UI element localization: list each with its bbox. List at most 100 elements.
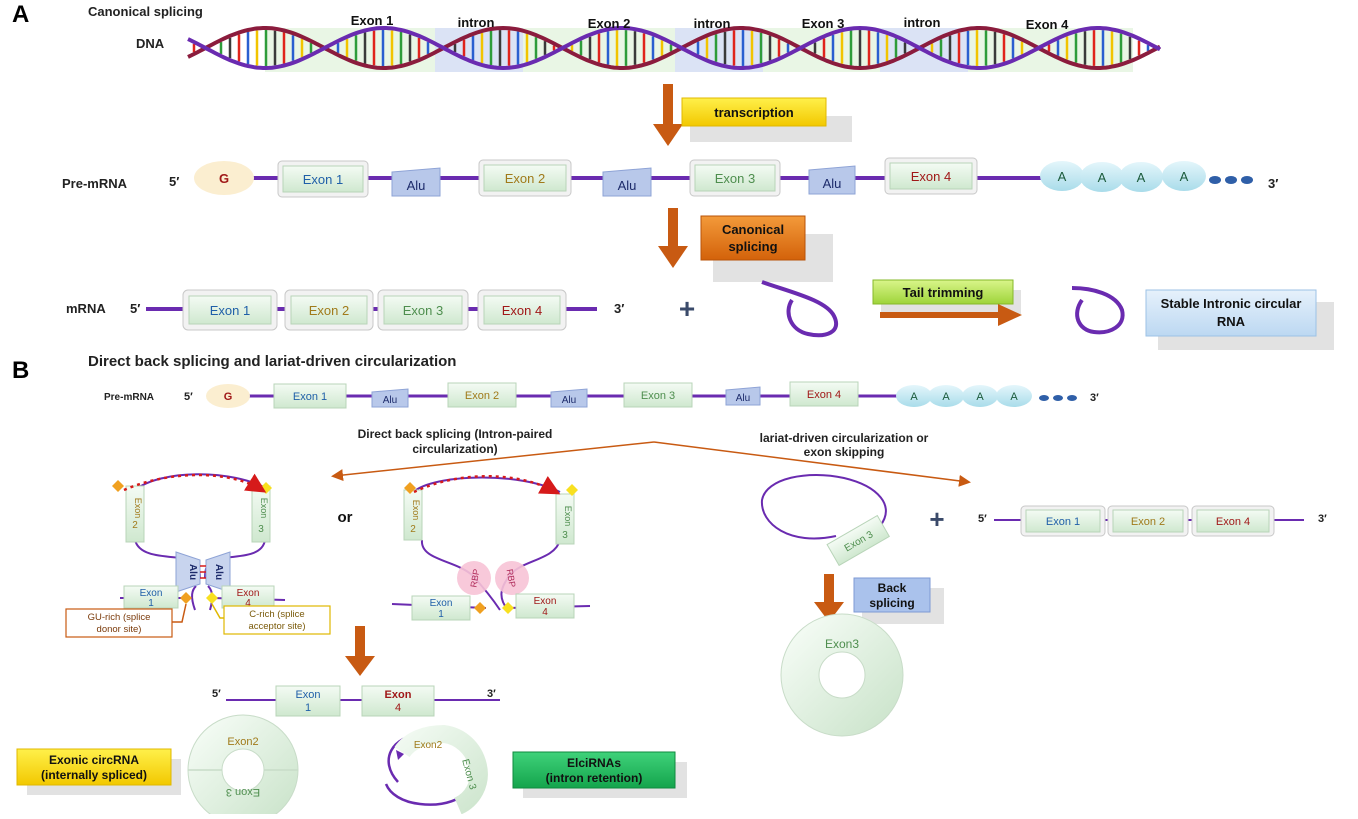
- exonic-ring-exon2: Exon2: [227, 736, 258, 748]
- skip-mrna-exon-1: Exon 1: [1020, 505, 1106, 537]
- svg-text:Alu: Alu: [823, 176, 842, 191]
- svg-text:Exon 1: Exon 1: [293, 391, 327, 403]
- pre-mrna-b-five-prime: 5′: [184, 391, 193, 403]
- svg-text:Alu: Alu: [736, 393, 750, 404]
- transcription-label: transcription: [714, 105, 794, 120]
- elcirnas-line2: (intron retention): [546, 771, 643, 785]
- rbp-exon4-word: Exon: [534, 596, 557, 607]
- direct-back-line2: circularization): [412, 442, 497, 456]
- pre-mrna-exon-4: Exon 4: [884, 157, 978, 195]
- svg-text:1: 1: [305, 702, 311, 714]
- c-rich-line2: acceptor site): [248, 621, 305, 632]
- cap-g: G: [194, 161, 254, 195]
- plus-sign-b: +: [929, 504, 944, 534]
- svg-text:Exon 3: Exon 3: [403, 303, 443, 318]
- svg-text:A: A: [1137, 170, 1146, 185]
- alu-pair-left: Alu: [187, 564, 198, 580]
- svg-text:Exon 4: Exon 4: [502, 303, 542, 318]
- gu-rich-callout: GU-rich (splice donor site): [65, 603, 187, 638]
- alu-exon4-num: 4: [245, 598, 251, 609]
- dna-strand-2: [187, 25, 1161, 71]
- back-splice-result-arrow: [345, 626, 375, 676]
- direct-back-line1: Direct back splicing (Intron-paired: [358, 427, 553, 441]
- stable-intronic-box: Stable Intronic circular RNA: [1145, 289, 1334, 350]
- tail-trimming-arrow: [880, 304, 1022, 326]
- rbp-exon1-num: 1: [438, 609, 444, 620]
- panel-b-letter: B: [12, 357, 29, 384]
- bottom-five-prime: 5′: [212, 688, 221, 700]
- dna-region-label: Exon 3: [802, 16, 845, 31]
- c-rich-line1: C-rich (splice: [249, 609, 304, 620]
- bottom-three-prime: 3′: [487, 688, 496, 700]
- dna-region-label: Exon 1: [351, 13, 394, 28]
- alu-paired-structure: Exon 2 Exon 3 Alu Alu Exon 1 Exon 4: [112, 473, 286, 611]
- rbp-left: RBP: [468, 568, 481, 588]
- transcription-box: transcription: [681, 97, 852, 142]
- pre-mrna-b-alu-2: Alu: [550, 388, 588, 408]
- dna-region-label: intron: [458, 15, 495, 30]
- pre-mrna-three-prime: 3′: [1268, 176, 1278, 191]
- svg-text:A: A: [942, 391, 950, 403]
- exonic-circ-line2: (internally spliced): [41, 768, 147, 782]
- svg-text:Alu: Alu: [383, 395, 397, 406]
- svg-text:Exon 2: Exon 2: [505, 171, 545, 186]
- exonic-circrna-box: Exonic circRNA (internally spliced): [16, 748, 181, 795]
- alu-exon1-word: Exon: [140, 588, 163, 599]
- back-splicing-line2: splicing: [869, 596, 914, 610]
- bottom-exon-4: Exon 4: [361, 685, 435, 717]
- skip-mrna-exon-4: Exon 4: [1191, 505, 1275, 537]
- lariat-line2: exon skipping: [804, 445, 885, 459]
- svg-text:A: A: [910, 391, 918, 403]
- panel-b-title: Direct back splicing and lariat-driven c…: [88, 353, 456, 370]
- tail-trimming-box: Tail trimming: [872, 279, 1021, 314]
- exon3-ring: Exon3: [780, 613, 904, 737]
- svg-text:Exon 1: Exon 1: [303, 172, 343, 187]
- pre-mrna-b-exon-1: Exon 1: [273, 383, 347, 409]
- svg-text:Alu: Alu: [562, 395, 576, 406]
- alu-exon4-word: Exon: [237, 588, 260, 599]
- c-rich-callout: C-rich (splice acceptor site): [211, 603, 331, 635]
- rbp-right-exon-num: 3: [562, 530, 568, 541]
- dna-label: DNA: [136, 36, 165, 51]
- alu-pair-right: Alu: [213, 564, 224, 580]
- mrna-exon-2: Exon 2: [284, 289, 374, 331]
- or-label: or: [338, 509, 353, 526]
- back-splicing-line1: Back: [878, 581, 907, 595]
- svg-text:Alu: Alu: [407, 178, 426, 193]
- svg-text:A: A: [1098, 170, 1107, 185]
- pre-mrna-exon-3: Exon 3: [689, 159, 781, 197]
- elcirna-ring: Exon2 Exon 3: [384, 724, 488, 815]
- mrna-exon-1: Exon 1: [182, 289, 278, 331]
- elcirnas-box: ElciRNAs (intron retention): [512, 751, 687, 798]
- pre-mrna-exon-2: Exon 2: [478, 159, 572, 197]
- pre-mrna-b-exon-2: Exon 2: [447, 382, 517, 408]
- dna-region-label: intron: [904, 15, 941, 30]
- back-splicing-box: Back splicing: [853, 577, 944, 624]
- pre-mrna-b-alu-3: Alu: [725, 386, 761, 406]
- svg-text:A: A: [1058, 169, 1067, 184]
- svg-text:Exon 3: Exon 3: [715, 171, 755, 186]
- svg-text:Exon 4: Exon 4: [911, 169, 951, 184]
- back-splicing-arrow: [814, 574, 844, 622]
- pre-mrna-b-alu-1: Alu: [371, 388, 409, 408]
- pre-mrna-alu-1: Alu: [391, 167, 441, 197]
- alu-left-exon-num: 2: [132, 520, 138, 531]
- gu-rich-line2: donor site): [97, 624, 142, 635]
- skip-mrna-three-prime: 3′: [1318, 513, 1327, 525]
- lariat-exon3-loop: Exon 3: [760, 473, 891, 567]
- svg-text:Exon: Exon: [295, 689, 320, 701]
- plus-sign: +: [679, 293, 695, 324]
- canonical-splicing-label-line2: splicing: [728, 239, 777, 254]
- mrna-label: mRNA: [66, 301, 106, 316]
- svg-text:Exon: Exon: [385, 689, 412, 701]
- svg-text:G: G: [219, 171, 229, 186]
- svg-text:Exon 4: Exon 4: [1216, 516, 1250, 528]
- svg-text:Exon 2: Exon 2: [465, 390, 499, 402]
- svg-text:Exon 1: Exon 1: [1046, 516, 1080, 528]
- svg-text:A: A: [1180, 169, 1189, 184]
- stable-intronic-line2: RNA: [1217, 314, 1246, 329]
- svg-text:Alu: Alu: [618, 178, 637, 193]
- elcirna-exon2: Exon2: [414, 740, 443, 751]
